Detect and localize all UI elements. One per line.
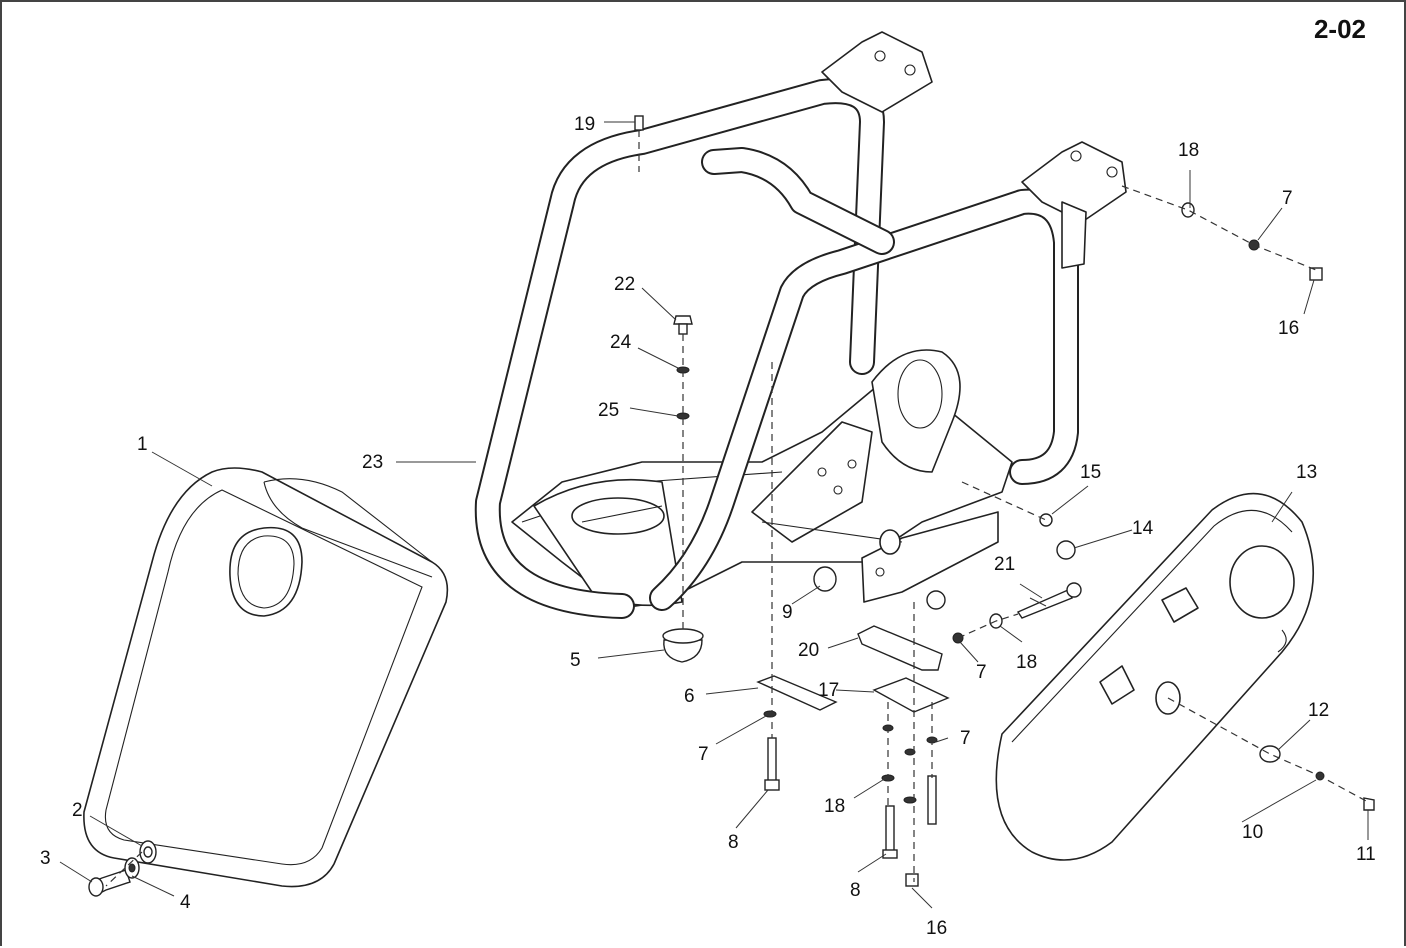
- bolt-part-21: [1016, 582, 1082, 619]
- washer-part-4: [124, 857, 140, 879]
- grommet-part-5: [662, 628, 704, 663]
- bracket-part-20: [857, 625, 943, 671]
- callout-25: 25: [598, 400, 619, 421]
- strap-part-6: [756, 675, 838, 711]
- callout-16-b: 16: [926, 918, 947, 939]
- callout-10: 10: [1242, 822, 1263, 843]
- callout-13: 13: [1296, 462, 1317, 483]
- washer-part-7a: [763, 710, 777, 718]
- nut-part-14b: [926, 590, 946, 610]
- callout-18-b: 18: [1016, 652, 1037, 673]
- callout-7-b: 7: [1282, 188, 1293, 209]
- bolt-part-16a: [1309, 267, 1323, 281]
- washer-part-2: [139, 840, 157, 864]
- bolt-part-22: [673, 315, 693, 335]
- plate-part-17: [872, 677, 950, 713]
- cap-part-9: [813, 566, 837, 592]
- bolt-part-8a: [764, 737, 780, 791]
- callout-8-a: 8: [728, 832, 739, 853]
- callout-11: 11: [1356, 844, 1376, 865]
- nut-part-14: [1056, 540, 1076, 560]
- callout-6: 6: [684, 686, 695, 707]
- bolt-part-8b: [882, 805, 898, 859]
- callout-18-c: 18: [824, 796, 845, 817]
- callout-16-a: 16: [1278, 318, 1299, 339]
- bolt-part-19: [634, 115, 644, 131]
- assembly-lines: [105, 130, 1369, 887]
- callout-14: 14: [1132, 518, 1154, 539]
- callout-7-a: 7: [698, 744, 709, 765]
- callout-12: 12: [1308, 700, 1329, 721]
- callout-4: 4: [180, 892, 191, 913]
- callout-7-c: 7: [976, 662, 987, 683]
- callout-24: 24: [610, 332, 632, 353]
- callout-15: 15: [1080, 462, 1101, 483]
- callout-21: 21: [994, 554, 1015, 575]
- callout-numbers: 1 2 3 4 5 6 7 7 7 7 8 8 9 10 11 12 13 14…: [40, 114, 1376, 939]
- bolt-part-3: [88, 869, 131, 897]
- bolt-part-7d: [927, 775, 937, 825]
- bolt-part-16b: [905, 873, 919, 887]
- callout-7-d: 7: [960, 728, 971, 749]
- callout-18-a: 18: [1178, 140, 1199, 161]
- callout-22: 22: [614, 274, 635, 295]
- bolt-part-11: [1363, 797, 1375, 811]
- washer-part-18a: [1181, 202, 1195, 218]
- washer-part-12: [1259, 745, 1281, 763]
- callout-2: 2: [72, 800, 83, 821]
- callout-3: 3: [40, 848, 51, 869]
- nut-part-15: [1039, 513, 1053, 527]
- callout-9: 9: [782, 602, 793, 623]
- callout-20: 20: [798, 640, 819, 661]
- tube-frame-part: [474, 31, 1127, 619]
- callout-5: 5: [570, 650, 581, 671]
- callout-23: 23: [362, 452, 383, 473]
- callout-1: 1: [137, 434, 148, 455]
- leader-lines: [59, 121, 1369, 909]
- belt-guard-part: [995, 492, 1315, 861]
- page-number: 2-02: [1313, 14, 1366, 44]
- callout-17: 17: [818, 680, 839, 701]
- callout-19: 19: [574, 114, 595, 135]
- callout-8-b: 8: [850, 880, 861, 901]
- front-cover-part: [83, 467, 449, 888]
